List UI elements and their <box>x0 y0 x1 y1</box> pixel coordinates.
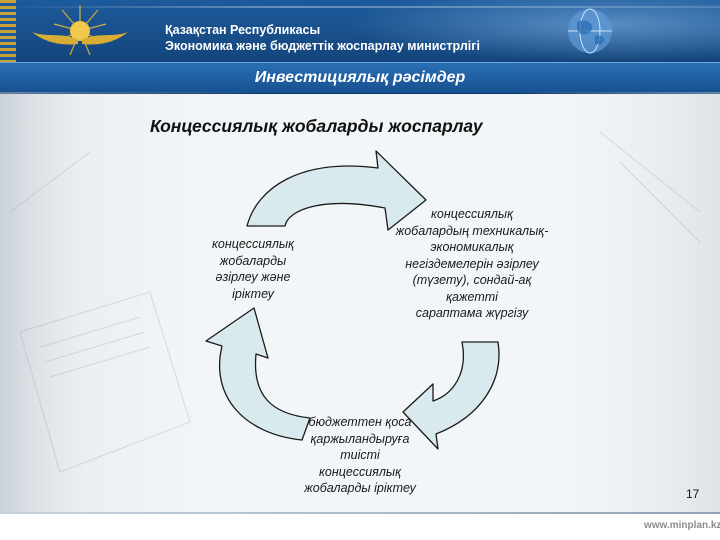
step-line: бюджеттен қоса <box>308 415 412 429</box>
step-line: экономикалық <box>430 240 514 254</box>
ministry-name: Қазақстан Республикасы Экономика және бю… <box>165 22 480 54</box>
cycle-step-develop-select: концессиялық жобаларды әзірлеу және ірік… <box>188 236 318 302</box>
header-top-line <box>0 6 720 8</box>
footer: www.minplan.kz <box>0 512 720 540</box>
globe-icon <box>568 8 612 54</box>
step-line: жобалардың техникалық- <box>395 223 549 238</box>
section-title: Инвестициялық рәсімдер <box>254 69 466 86</box>
step-line: концессиялық <box>319 464 401 479</box>
slide-title: Концессиялық жобаларды жоспарлау <box>150 116 483 136</box>
cycle-arrow-left <box>205 307 311 441</box>
footer-divider <box>0 512 720 514</box>
section-band: Инвестициялық рәсімдер <box>0 62 720 94</box>
ministry-name-line1: Қазақстан Республикасы <box>165 23 321 37</box>
step-line: әзірлеу және <box>215 270 291 284</box>
cycle-arrow-top <box>246 150 427 231</box>
cycle-arrow-right <box>402 341 500 450</box>
website-link[interactable]: www.minplan.kz <box>644 520 720 531</box>
background-decoration <box>0 92 720 512</box>
step-line: іріктеу <box>232 286 274 301</box>
page-number: 17 <box>686 487 700 501</box>
step-line: негіздемелерін әзірлеу <box>405 256 539 271</box>
step-line: (түзету), сондай-ақ <box>412 273 532 287</box>
national-ornament <box>0 0 16 62</box>
state-emblem-icon <box>32 5 128 56</box>
cycle-step-feasibility-study: концессиялық жобалардың техникалық- экон… <box>372 206 572 322</box>
step-line: тиісті <box>340 448 380 462</box>
ministry-name-line2: Экономика және бюджеттік жоспарлау минис… <box>165 39 480 53</box>
cycle-step-budget-selection: бюджеттен қоса қаржыландыруға тиісті кон… <box>290 414 430 497</box>
step-line: жобаларды іріктеу <box>304 481 416 495</box>
step-line: сараптама жүргізу <box>415 306 529 320</box>
step-line: жобаларды <box>219 253 287 268</box>
header-banner: Қазақстан Республикасы Экономика және бю… <box>0 0 720 62</box>
step-line: концессиялық <box>212 237 294 251</box>
header-glow <box>340 0 720 62</box>
step-line: концессиялық <box>431 207 513 221</box>
step-line: қажетті <box>446 289 498 304</box>
step-line: қаржыландыруға <box>310 431 410 446</box>
